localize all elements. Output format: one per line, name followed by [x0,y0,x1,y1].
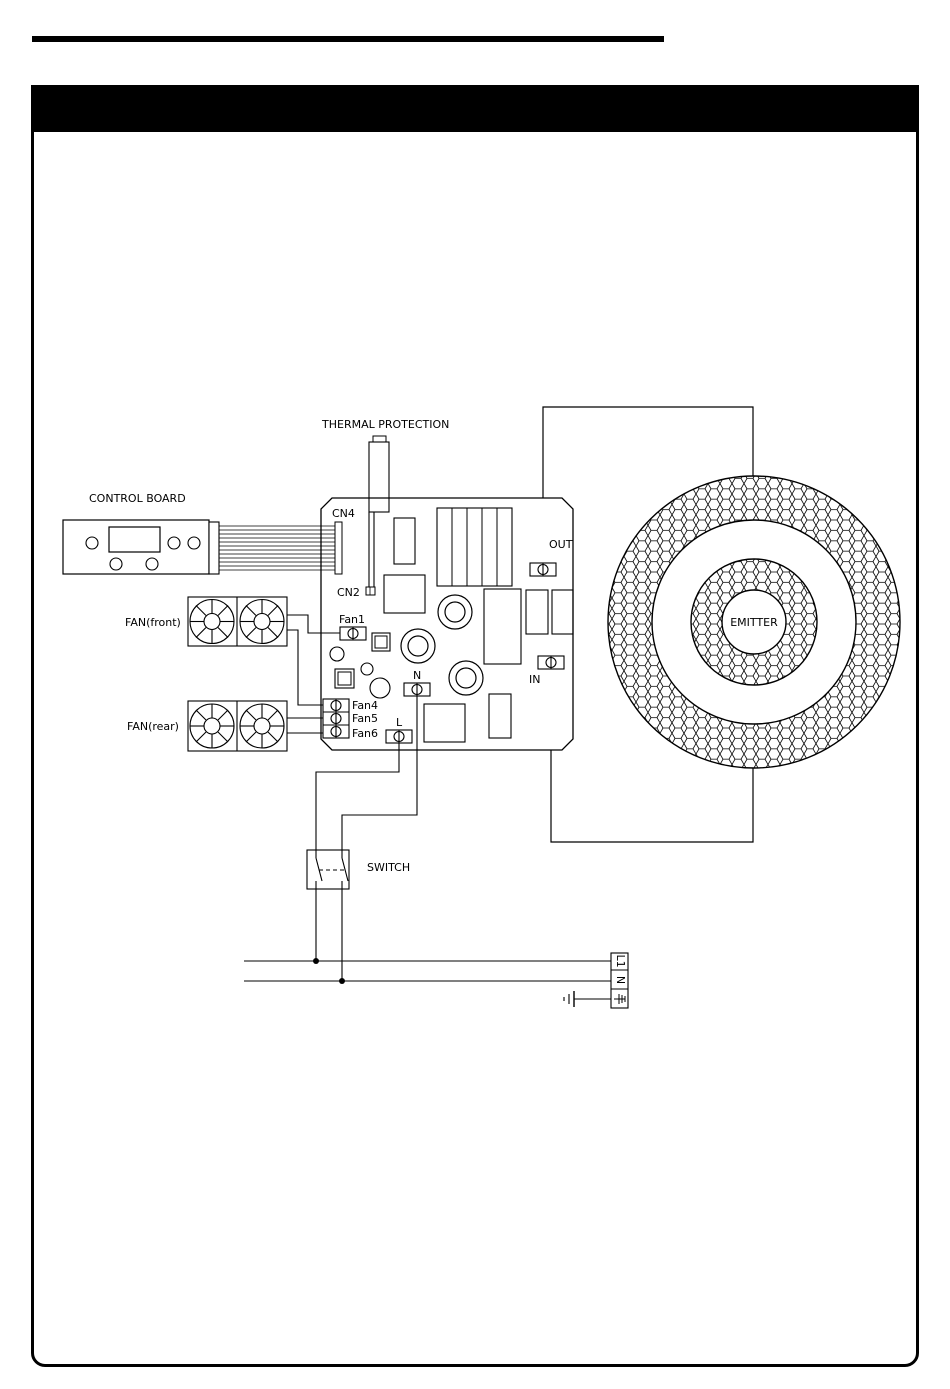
junction-n [339,978,345,984]
fan1-label: Fan1 [339,613,365,626]
emitter-label: EMITTER [730,616,778,629]
power-terminal-block: L1 N [611,953,628,1008]
switch-label: SWITCH [367,861,410,874]
terminal-n-label: N [614,976,627,984]
n-label: N [413,669,421,682]
fan-front-label: FAN(front) [125,616,181,629]
fans-rear [188,701,287,751]
fan4-label: Fan4 [352,699,378,712]
cn2-label: CN2 [337,586,360,599]
l-label: L [396,716,403,729]
fan-rear-label: FAN(rear) [127,720,179,733]
in-label: IN [529,673,540,686]
terminal-l1-label: L1 [614,954,627,967]
out-label: OUT [549,538,573,551]
control-board-label: CONTROL BOARD [89,492,186,505]
thermal-protection-label: THERMAL PROTECTION [321,418,449,431]
fan5-label: Fan5 [352,712,378,725]
junction-l [313,958,319,964]
fan6-label: Fan6 [352,727,378,740]
emitter: EMITTER [608,476,900,768]
cn4-label: CN4 [332,507,355,520]
fans-front [188,597,287,646]
control-board [63,520,335,574]
switch [307,850,349,889]
